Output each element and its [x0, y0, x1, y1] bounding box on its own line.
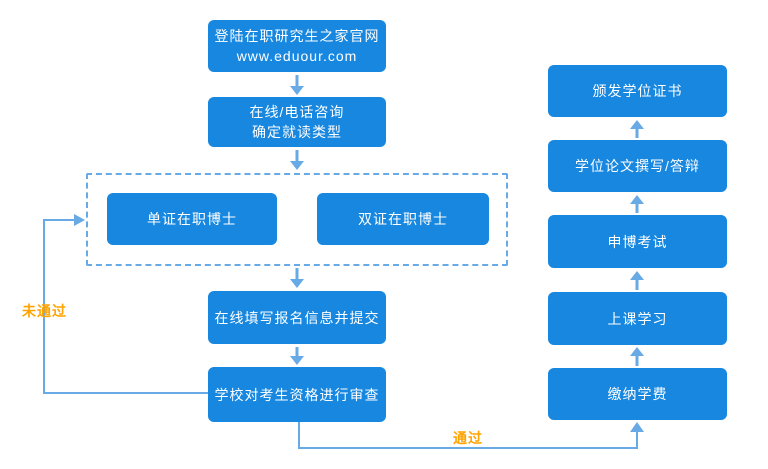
- node-login-url: www.eduour.com: [236, 48, 358, 64]
- edge-label-pass: 通过: [453, 430, 483, 446]
- node-double-cert-label: 双证在职博士: [358, 211, 448, 227]
- node-login-website: 登陆在职研究生之家官网 www.eduour.com: [208, 20, 386, 72]
- node-apply-online: 在线填写报名信息并提交: [208, 291, 386, 344]
- node-login-line1: 登陆在职研究生之家官网: [214, 28, 380, 44]
- node-consult-line1: 在线/电话咨询: [249, 104, 345, 120]
- node-doctoral-exam: 申博考试: [548, 215, 727, 268]
- node-consult-line2: 确定就读类型: [252, 124, 342, 140]
- arrow-group-to-apply: [290, 268, 304, 288]
- arrow-exam-to-thesis: [630, 195, 644, 213]
- arrow-thesis-to-certificate: [630, 120, 644, 138]
- node-exam-label: 申博考试: [607, 233, 668, 250]
- node-double-cert-doctor: 双证在职博士: [317, 193, 489, 245]
- node-single-cert-label: 单证在职博士: [147, 211, 237, 227]
- node-class-study: 上课学习: [548, 292, 727, 345]
- node-consult: 在线/电话咨询 确定就读类型: [208, 97, 386, 147]
- edge-label-fail: 未通过: [22, 303, 67, 319]
- arrow-consult-to-group: [290, 150, 304, 170]
- program-type-group: [86, 173, 508, 266]
- node-tuition-label: 缴纳学费: [607, 386, 668, 402]
- node-class-label: 上课学习: [607, 310, 668, 327]
- node-review-label: 学校对考生资格进行审查: [214, 386, 380, 403]
- arrow-tuition-to-class: [630, 347, 644, 366]
- edge-fail-loop: [43, 214, 208, 394]
- edge-pass-path: [298, 422, 644, 449]
- arrow-class-to-exam: [630, 271, 644, 290]
- node-thesis-label: 学位论文撰写/答辩: [575, 158, 700, 174]
- node-single-cert-doctor: 单证在职博士: [107, 193, 277, 245]
- node-certificate-label: 颁发学位证书: [592, 83, 683, 99]
- arrow-login-to-consult: [290, 75, 304, 95]
- node-degree-certificate: 颁发学位证书: [548, 65, 727, 117]
- node-thesis-defense: 学位论文撰写/答辩: [548, 140, 727, 192]
- node-apply-label: 在线填写报名信息并提交: [214, 309, 380, 326]
- arrow-apply-to-review: [290, 347, 304, 365]
- node-pay-tuition: 缴纳学费: [548, 368, 727, 420]
- node-qualification-review: 学校对考生资格进行审查: [208, 367, 386, 422]
